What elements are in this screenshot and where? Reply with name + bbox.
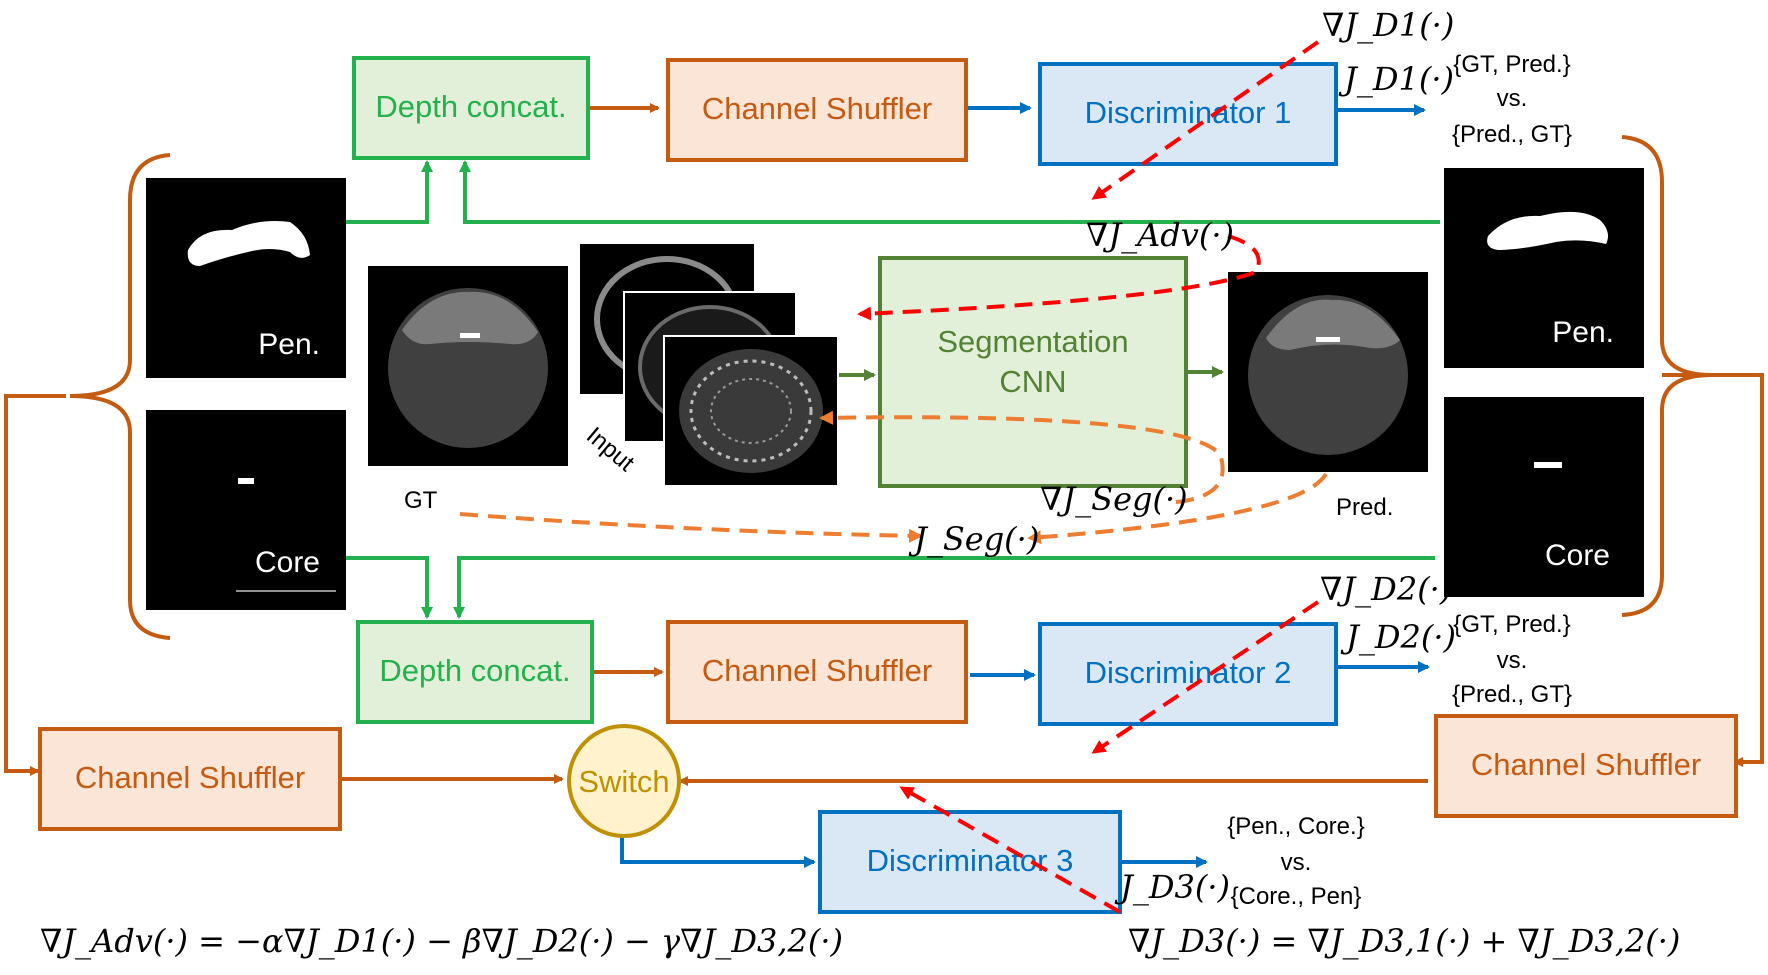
svg-text:{GT, Pred.}: {GT, Pred.} [1453, 51, 1570, 78]
channel-shuffler-left: Channel Shuffler [38, 727, 342, 831]
jd3-label: J_D3(·) [1114, 868, 1230, 906]
svg-text:Discriminator 2: Discriminator 2 [1085, 655, 1292, 690]
channel-shuffler-top: Channel Shuffler [666, 58, 968, 162]
input-stack: Input [580, 244, 839, 487]
d1-comparison: {GT, Pred.} vs. {Pred., GT} [1452, 51, 1572, 148]
pred-image: Pred. [1228, 272, 1428, 521]
adv-gradient-equation: ∇J_Adv(·) = −α∇J_D1(·) − β∇J_D2(·) − γ∇J… [40, 922, 843, 960]
discriminator-2: Discriminator 2 [1038, 622, 1338, 726]
d3-gradient-equation: ∇J_D3(·) = ∇J_D3,1(·) + ∇J_D3,2(·) [1128, 922, 1680, 960]
svg-text:Segmentation: Segmentation [937, 324, 1128, 359]
blue-connections [620, 102, 1430, 868]
svg-text:vs.: vs. [1497, 85, 1528, 112]
svg-text:Channel Shuffler: Channel Shuffler [1471, 747, 1701, 782]
svg-text:vs.: vs. [1497, 647, 1528, 674]
svg-text:GT: GT [404, 487, 438, 514]
svg-text:Depth concat.: Depth concat. [379, 653, 570, 688]
svg-text:{Core., Pen}: {Core., Pen} [1231, 883, 1362, 910]
svg-text:Pen.: Pen. [1552, 316, 1614, 349]
orange-connections [4, 103, 1764, 786]
svg-text:{Pred., GT}: {Pred., GT} [1452, 681, 1572, 708]
switch-node: Switch [567, 724, 681, 838]
gt-image: GT [368, 266, 568, 514]
left-brace [69, 153, 171, 640]
svg-text:Depth concat.: Depth concat. [375, 89, 566, 124]
svg-text:Channel Shuffler: Channel Shuffler [702, 91, 932, 126]
channel-shuffler-mid: Channel Shuffler [666, 620, 968, 724]
svg-text:Pen.: Pen. [258, 328, 320, 361]
jd1-label: J_D1(·) [1338, 60, 1454, 98]
jd2-label: J_D2(·) [1340, 618, 1456, 656]
svg-text:CNN: CNN [999, 364, 1066, 399]
depth-concat-bottom: Depth concat. [356, 620, 594, 724]
pen-mask-right: Pen. [1444, 168, 1644, 368]
channel-shuffler-right: Channel Shuffler [1434, 714, 1738, 818]
core-mask-right: Core [1444, 397, 1644, 597]
svg-text:Switch: Switch [578, 764, 669, 799]
right-brace [1621, 135, 1713, 617]
svg-text:Channel Shuffler: Channel Shuffler [75, 760, 305, 795]
svg-text:Discriminator 1: Discriminator 1 [1085, 95, 1292, 130]
grad-jd2-label: ∇J_D2(·) [1320, 570, 1452, 608]
svg-text:vs.: vs. [1281, 849, 1312, 876]
discriminator-3: Discriminator 3 [818, 810, 1122, 914]
discriminator-1: Discriminator 1 [1038, 62, 1338, 166]
svg-text:Discriminator 3: Discriminator 3 [867, 843, 1074, 878]
grad-jseg-label: ∇J_Seg(·) [1040, 480, 1188, 518]
depth-concat-top: Depth concat. [352, 56, 590, 160]
jseg-label: J_Seg(·) [908, 520, 1039, 558]
pen-mask-left: Pen. [146, 178, 346, 378]
d2-comparison: {GT, Pred.} vs. {Pred., GT} [1452, 611, 1572, 708]
grad-jadv-label: ∇J_Adv(·) [1086, 216, 1234, 254]
svg-text:{Pen., Core.}: {Pen., Core.} [1227, 813, 1364, 840]
core-mask-left: Core [146, 410, 346, 610]
svg-text:{GT, Pred.}: {GT, Pred.} [1453, 611, 1570, 638]
grad-jd1-label: ∇J_D1(·) [1322, 6, 1454, 44]
svg-text:Core: Core [255, 546, 320, 579]
svg-text:Channel Shuffler: Channel Shuffler [702, 653, 932, 688]
svg-text:Pred.: Pred. [1336, 494, 1393, 521]
svg-text:Core: Core [1545, 539, 1610, 572]
seg-connections [838, 366, 1224, 381]
svg-text:{Pred., GT}: {Pred., GT} [1452, 121, 1572, 148]
orange-loss-arrows [459, 410, 1328, 545]
red-gradient-arrows [857, 40, 1320, 914]
green-connections [340, 160, 1440, 619]
d3-comparison: {Pen., Core.} vs. {Core., Pen} [1227, 813, 1364, 910]
